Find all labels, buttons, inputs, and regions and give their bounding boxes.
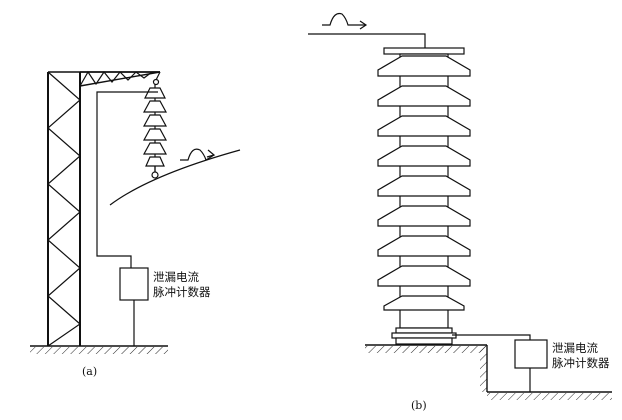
surge-wave-arrow-b (322, 12, 368, 30)
counter-label-b-line1: 泄漏电流 (552, 341, 598, 355)
ground-hatch-b-lower (487, 393, 612, 400)
counter-label-b-line2: 脉冲计数器 (552, 356, 610, 370)
arrester-housing (377, 53, 471, 329)
counter-label-a-line1: 泄漏电流 (153, 270, 199, 284)
overhead-conductor (109, 149, 241, 206)
insulator-clamp (152, 78, 160, 86)
panel-b (308, 12, 612, 400)
arrester-base (391, 327, 457, 345)
leakage-lead-wire-b (452, 334, 531, 340)
ground-hatch-a (30, 347, 168, 354)
tower-cross-arm (79, 70, 161, 87)
incoming-line-b (308, 33, 426, 48)
counter-box-a (119, 267, 149, 301)
panel-a-caption: (a) (82, 365, 98, 378)
ground-hatch-b-step (480, 345, 487, 392)
counter-box-b (514, 339, 548, 369)
panel-b-caption: (b) (411, 399, 427, 412)
ground-hatch-b-upper (365, 346, 487, 353)
surge-wave-arrow (180, 148, 216, 161)
suspension-insulator-string (142, 84, 168, 179)
panel-a (30, 70, 241, 354)
leakage-lead-wire-a (96, 91, 158, 268)
arrester-top-cap (383, 47, 465, 55)
insulator-hanger (155, 71, 161, 81)
counter-label-a-line2: 脉冲计数器 (153, 285, 211, 299)
lattice-tower (47, 71, 81, 347)
